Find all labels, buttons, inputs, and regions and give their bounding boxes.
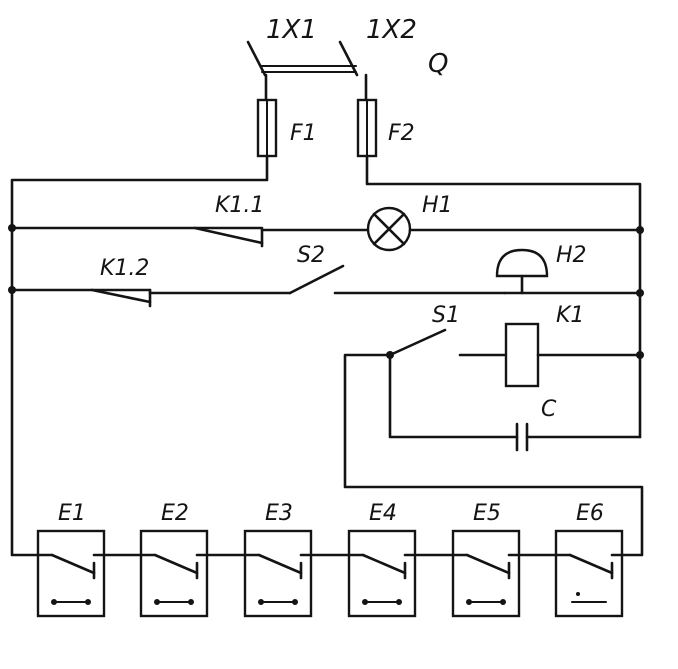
sensor-e4: [347, 529, 417, 618]
contact-k1-2: [90, 288, 292, 308]
capacitor-c-label: C: [541, 397, 557, 422]
sensor-loop-wiring: [343, 353, 644, 557]
contact-k1-1-label: K1.1: [215, 193, 264, 218]
supply-switch-q: [246, 40, 368, 102]
sensor-e6: [554, 529, 624, 618]
contact-k1-2-label: K1.2: [100, 256, 149, 281]
sensor-e2: [139, 529, 209, 618]
relay-k1-coil: [504, 322, 540, 388]
sensor-e3: [243, 529, 313, 618]
switch-s1-label: S1: [432, 303, 460, 328]
sensor-e5-label: E5: [473, 501, 501, 526]
switch-s2: [288, 264, 507, 295]
sensor-e6-label: E6: [576, 501, 604, 526]
capacitor-c: [388, 353, 642, 452]
relay-k1-label: K1: [556, 303, 584, 328]
sensor-e3-label: E3: [265, 501, 293, 526]
switch-s2-label: S2: [297, 243, 325, 268]
fuse-f2-label: F2: [388, 121, 415, 146]
terminal-1x1-label: 1X1: [266, 15, 317, 45]
fuse-f1-label: F1: [290, 121, 317, 146]
junction-left-1: [8, 224, 16, 232]
terminal-1x2-label: 1X2: [366, 15, 417, 45]
sensor-e1: [36, 529, 106, 618]
sensor-e4-label: E4: [369, 501, 397, 526]
junction-left-2: [8, 286, 16, 294]
sensor-e1-label: E1: [58, 501, 86, 526]
lamp-h1-label: H1: [422, 193, 453, 218]
junction-right-1: [636, 226, 644, 234]
lamp-h1: [366, 206, 412, 252]
contact-k1-1: [193, 226, 370, 248]
main-supply-wiring: [10, 154, 642, 557]
switch-s1: [388, 328, 508, 357]
sensor-e2-label: E2: [161, 501, 189, 526]
switch-q-label: Q: [428, 49, 448, 79]
bell-h2: [495, 248, 549, 295]
bell-h2-label: H2: [556, 243, 587, 268]
sensor-e5: [451, 529, 521, 618]
